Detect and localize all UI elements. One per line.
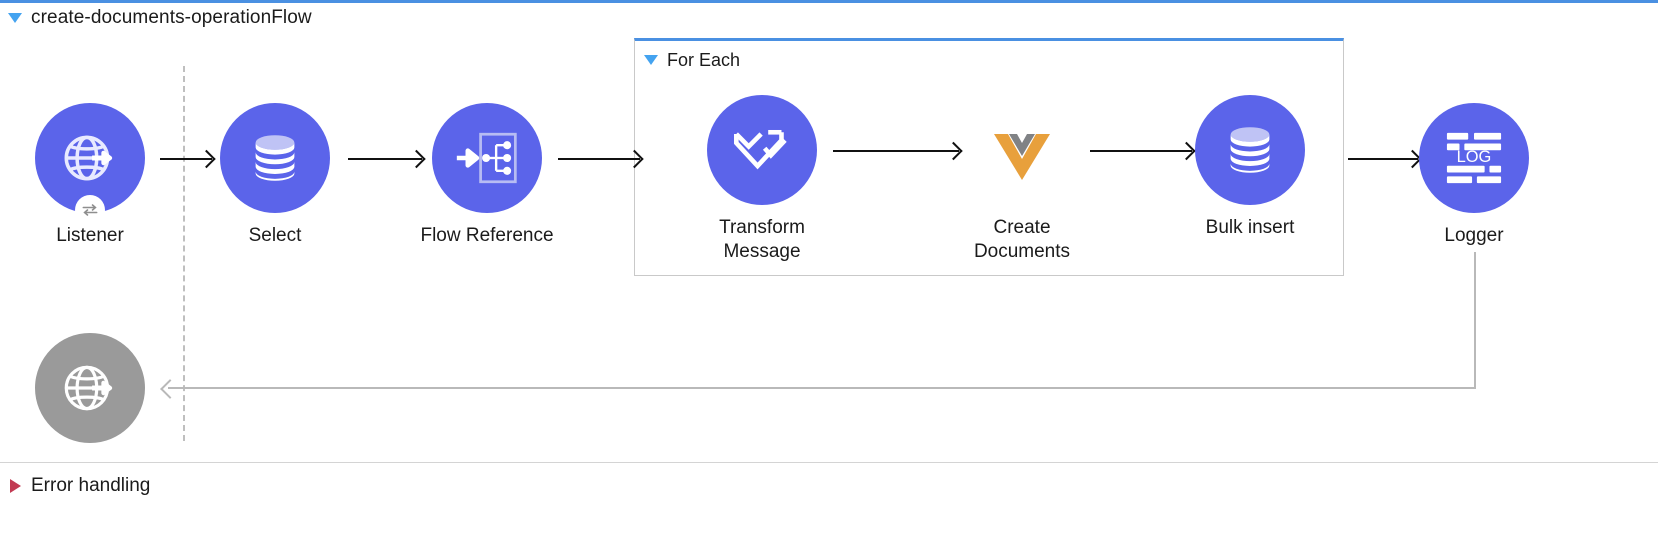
exchange-arrows-icon bbox=[75, 195, 105, 225]
source-process-divider bbox=[183, 66, 185, 441]
log-icon: LOG bbox=[1446, 132, 1502, 184]
node-bulk-insert[interactable]: Bulk insert bbox=[1175, 95, 1325, 240]
triangle-down-icon[interactable] bbox=[644, 55, 658, 65]
node-bulk-insert-label: Bulk insert bbox=[1205, 217, 1295, 238]
arrow-select-to-flow-reference bbox=[348, 158, 422, 160]
node-select-label: Select bbox=[248, 225, 302, 246]
node-logger-circle[interactable]: LOG bbox=[1419, 103, 1529, 213]
flow-header[interactable]: create-documents-operationFlow bbox=[8, 6, 312, 30]
node-flow-reference-label: Flow Reference bbox=[420, 225, 554, 246]
error-handling-title: Error handling bbox=[31, 475, 151, 496]
vue-v-icon bbox=[994, 134, 1050, 180]
triangle-right-icon[interactable] bbox=[10, 479, 21, 493]
node-response-circle[interactable] bbox=[35, 333, 145, 443]
return-path-horizontal bbox=[168, 387, 1476, 389]
foreach-title: For Each bbox=[667, 49, 741, 70]
node-transform-message-circle[interactable] bbox=[707, 95, 817, 205]
foreach-header[interactable]: For Each bbox=[644, 48, 740, 72]
arrow-transform-to-create-documents bbox=[833, 150, 959, 152]
node-logger-label: Logger bbox=[1444, 225, 1504, 246]
triangle-down-icon[interactable] bbox=[8, 13, 22, 23]
arrow-listener-to-select bbox=[160, 158, 212, 160]
arrow-flow-reference-to-foreach bbox=[558, 158, 640, 160]
globe-arrow-icon bbox=[64, 365, 113, 411]
flow-reference-icon bbox=[456, 132, 517, 184]
log-icon-text: LOG bbox=[1457, 148, 1492, 166]
node-listener[interactable]: Listener bbox=[15, 103, 165, 248]
node-listener-label: Listener bbox=[56, 225, 124, 246]
node-flow-reference-circle[interactable] bbox=[432, 103, 542, 213]
page-title: create-documents-operationFlow bbox=[31, 7, 312, 28]
node-response[interactable] bbox=[15, 333, 165, 454]
node-transform-message[interactable]: Transform Message bbox=[687, 95, 837, 264]
node-select-circle[interactable] bbox=[220, 103, 330, 213]
arrow-create-documents-to-bulk-insert bbox=[1090, 150, 1192, 152]
node-create-documents[interactable]: Create Documents bbox=[947, 95, 1097, 264]
node-listener-circle[interactable] bbox=[35, 103, 145, 225]
error-handling-divider bbox=[0, 462, 1658, 463]
node-logger[interactable]: LOG Logger bbox=[1399, 103, 1549, 248]
dataweave-icon bbox=[734, 129, 787, 170]
globe-arrow-icon bbox=[64, 135, 113, 181]
error-handling-header[interactable]: Error handling bbox=[10, 474, 150, 498]
node-flow-reference[interactable]: Flow Reference bbox=[412, 103, 562, 248]
flow-top-accent-bar bbox=[0, 0, 1658, 3]
arrow-foreach-to-logger bbox=[1348, 158, 1418, 160]
node-transform-message-label: Transform Message bbox=[719, 217, 805, 262]
database-icon bbox=[255, 135, 295, 181]
node-create-documents-circle[interactable] bbox=[967, 95, 1077, 205]
return-path-vertical-logger bbox=[1474, 252, 1476, 388]
database-icon bbox=[1230, 127, 1270, 173]
node-bulk-insert-circle[interactable] bbox=[1195, 95, 1305, 205]
node-select[interactable]: Select bbox=[200, 103, 350, 248]
node-create-documents-label: Create Documents bbox=[973, 217, 1071, 262]
